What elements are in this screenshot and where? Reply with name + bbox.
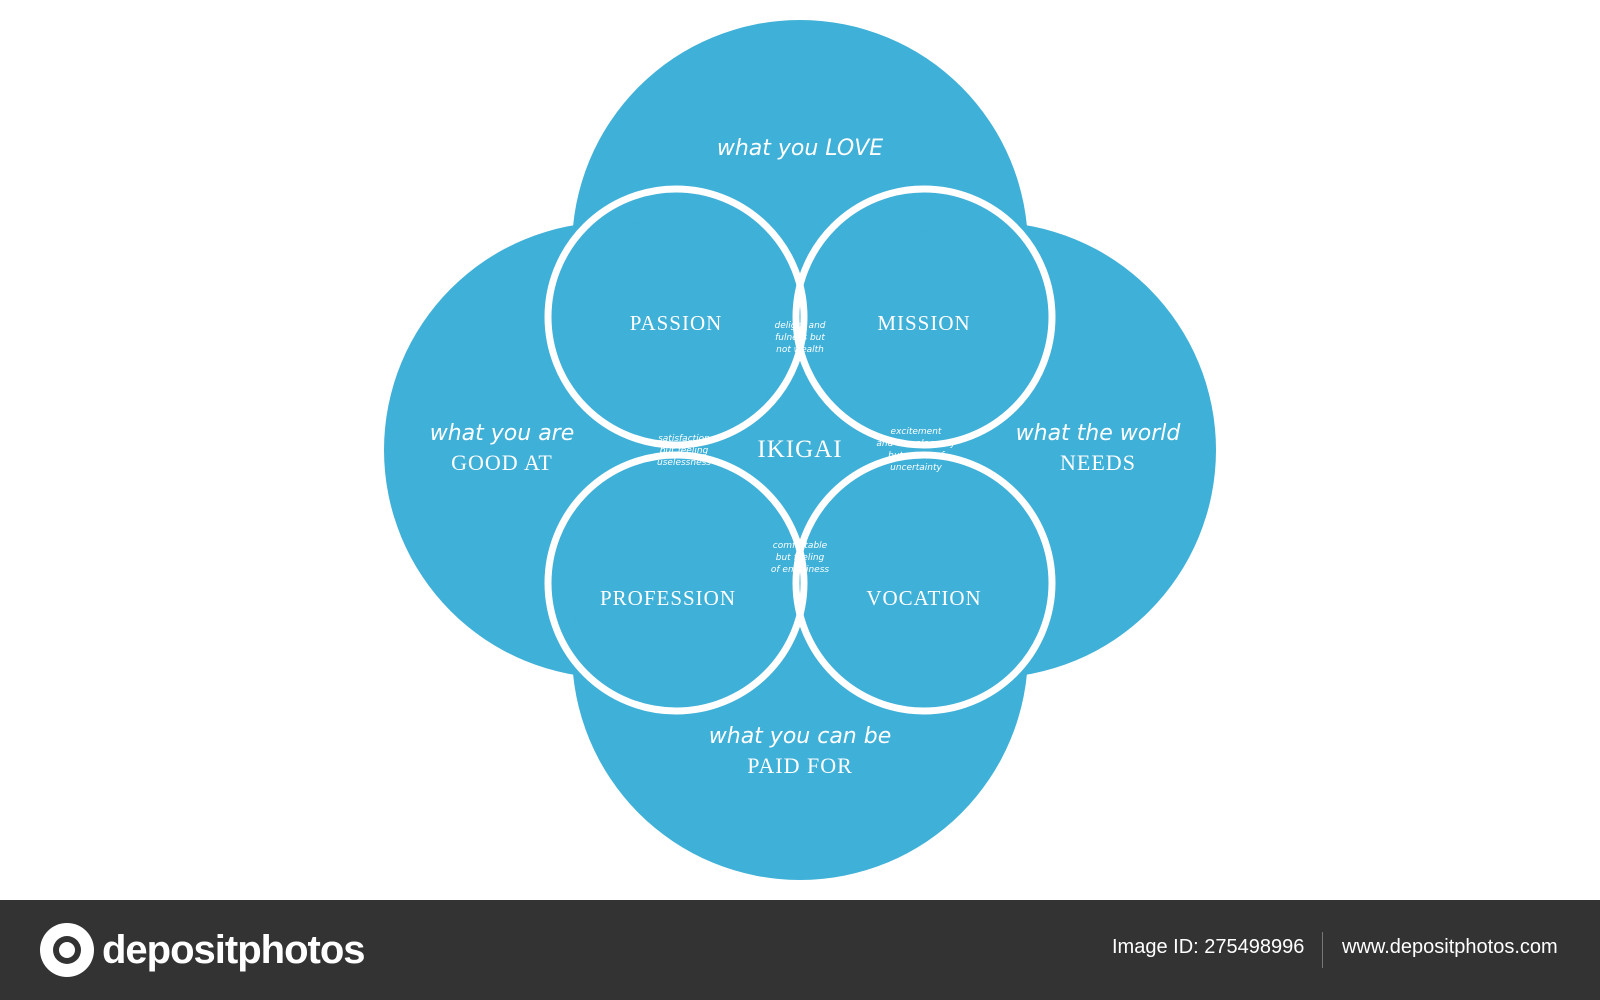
label-paid-for: PAID FOR (747, 753, 853, 778)
label-passion: PASSION (630, 311, 723, 335)
label-profession: PROFESSION (600, 586, 736, 610)
label-what-you-can-be: what you can be (709, 724, 891, 749)
footer-divider (1322, 932, 1323, 968)
footer-bar: depositphotos Image ID: 275498996 www.de… (0, 900, 1600, 1000)
label-vocation: VOCATION (866, 586, 981, 610)
inner-circle-mission (792, 185, 1056, 449)
ikigai-diagram: what you LOVE what you are GOOD AT what … (384, 20, 1216, 880)
label-what-you-are: what you are (430, 421, 575, 446)
website-link[interactable]: www.depositphotos.com (1342, 936, 1558, 958)
note-right-4: uncertainty (890, 463, 942, 473)
note-right-2: and complacency (876, 439, 956, 449)
note-top-3: not wealth (776, 345, 824, 355)
note-bottom-1: comfortable (773, 541, 828, 551)
camera-lens-icon (40, 923, 94, 977)
label-what-you-love: what you LOVE (717, 136, 883, 161)
inner-circle-vocation (792, 451, 1056, 715)
brand-name: depositphotos (102, 927, 366, 972)
note-right-1: excitement (891, 427, 942, 437)
note-bottom-2: but feeling (776, 553, 825, 563)
label-what-the-world: what the world (1016, 421, 1182, 446)
label-needs: NEEDS (1060, 450, 1136, 475)
note-top-1: delight and (775, 321, 826, 331)
brand-logo[interactable]: depositphotos (40, 920, 366, 980)
label-good-at: GOOD AT (451, 450, 553, 475)
note-bottom-3: of emptiness (771, 565, 830, 575)
image-id-label: Image ID: 275498996 (1112, 936, 1305, 958)
note-right-3: but sence of (888, 451, 946, 461)
label-mission: MISSION (877, 311, 970, 335)
note-left-2: but feeling (660, 446, 709, 456)
label-ikigai: IKIGAI (757, 436, 842, 463)
note-left-3: uselessness (657, 458, 711, 468)
inner-circle-passion (544, 185, 808, 449)
note-left-1: satisfaction (658, 434, 710, 444)
venn-diagram-svg: what you LOVE what you are GOOD AT what … (384, 20, 1216, 880)
inner-circle-profession (544, 451, 808, 715)
circle-paid-for (572, 424, 1028, 880)
note-top-2: fulness but (775, 333, 825, 343)
